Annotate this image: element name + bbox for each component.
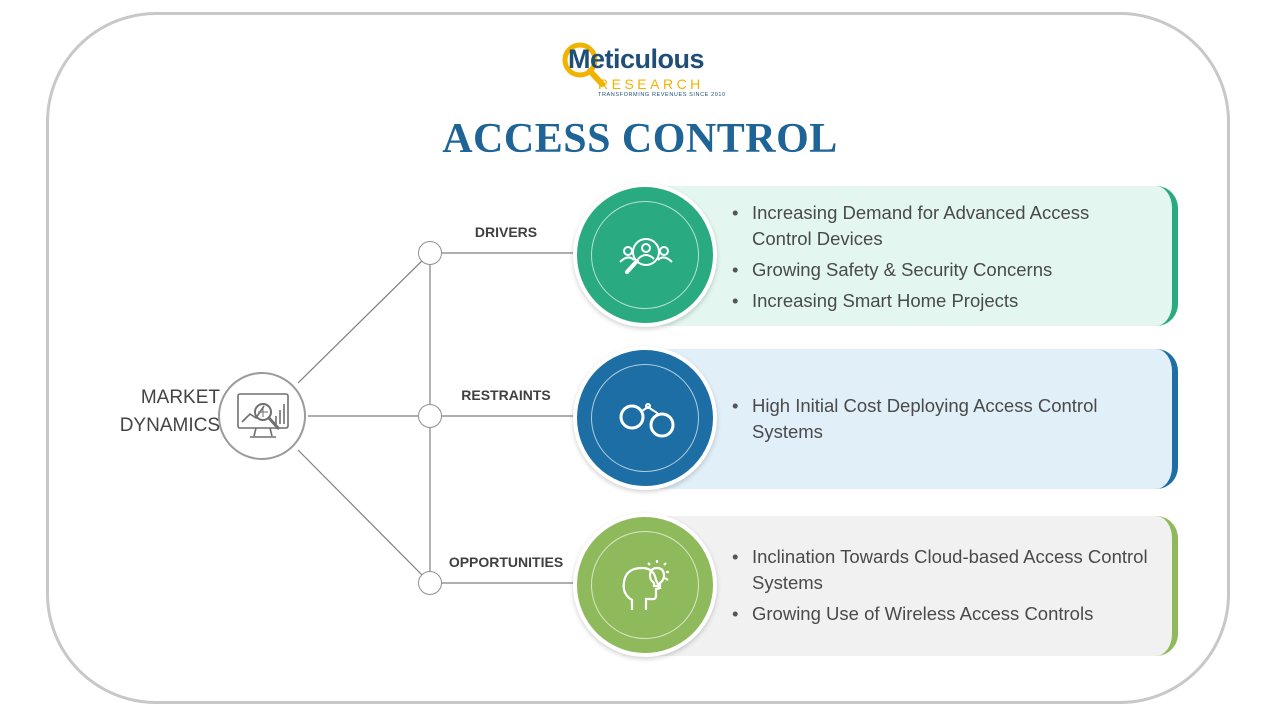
opportunities-label: OPPORTUNITIES — [448, 554, 564, 570]
logo-tagline: TRANSFORMING REVENUES SINCE 2010 — [598, 92, 726, 98]
handcuffs-icon — [619, 403, 675, 438]
list-item: Increasing Demand for Advanced Access Co… — [732, 200, 1152, 252]
search-people-icon — [619, 238, 673, 274]
opportunities-list: Inclination Towards Cloud-based Access C… — [732, 544, 1152, 632]
list-item: High Initial Cost Deploying Access Contr… — [732, 393, 1152, 445]
restraints-list: High Initial Cost Deploying Access Contr… — [732, 393, 1152, 450]
list-item: Growing Safety & Security Concerns — [732, 257, 1152, 283]
opportunities-panel: Inclination Towards Cloud-based Access C… — [640, 516, 1178, 656]
drivers-list: Increasing Demand for Advanced Access Co… — [732, 200, 1152, 319]
restraints-junction-node — [418, 404, 442, 428]
restraints-label: RESTRAINTS — [461, 387, 551, 403]
drivers-junction-node — [418, 241, 442, 265]
restraints-icon-circle — [573, 346, 717, 490]
logo-subtitle: RESEARCH — [598, 76, 704, 92]
hub-label-line2: DYNAMICS — [119, 415, 220, 436]
hub-label-line1: MARKET — [140, 387, 220, 408]
head-lightbulb-icon — [622, 560, 669, 610]
list-item: Growing Use of Wireless Access Controls — [732, 601, 1152, 627]
drivers-icon-circle — [573, 183, 717, 327]
drivers-panel: Increasing Demand for Advanced Access Co… — [640, 186, 1178, 326]
magnifier-logo-icon — [562, 42, 605, 87]
market-dynamics-label: MARKET DYNAMICS — [100, 384, 220, 440]
logo-wordmark: Meticulous — [568, 44, 705, 74]
list-item: Inclination Towards Cloud-based Access C… — [732, 544, 1152, 596]
meticulous-research-logo: Meticulous RESEARCH TRANSFORMING REVENUE… — [558, 42, 728, 102]
page-title: ACCESS CONTROL — [442, 116, 838, 162]
opportunities-junction-node — [418, 571, 442, 595]
list-item: Increasing Smart Home Projects — [732, 288, 1152, 314]
opportunities-icon-circle — [573, 513, 717, 657]
market-dynamics-hub — [218, 372, 306, 460]
monitor-analytics-icon — [237, 393, 289, 438]
restraints-panel: High Initial Cost Deploying Access Contr… — [640, 349, 1178, 489]
drivers-label: DRIVERS — [474, 224, 538, 240]
